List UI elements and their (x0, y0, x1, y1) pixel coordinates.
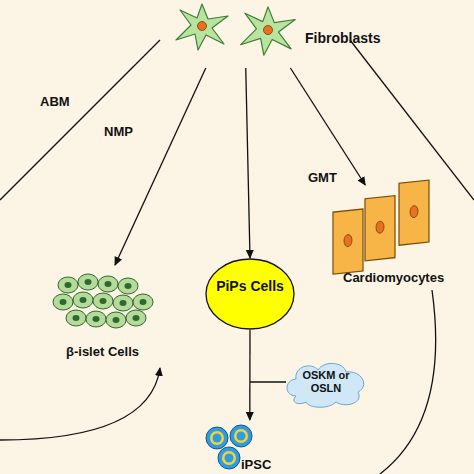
arrow-connector (246, 68, 250, 258)
arrow-connector (290, 68, 365, 185)
method-label: NMP (104, 124, 133, 139)
offpage-line (0, 40, 160, 200)
cardiomyocyte-node: Cardiomyocytes (325, 185, 474, 290)
leader-line (250, 381, 286, 382)
factor-cloud: OSKM or OSLN (284, 360, 368, 406)
method-label: GMT (308, 170, 337, 185)
fibroblast-node: Fibroblasts (140, 0, 375, 68)
offpage-line (350, 40, 474, 200)
node-label: β-islet Cells (40, 345, 165, 360)
node-label: PiPs Cells (215, 278, 285, 294)
curved-arrow (0, 368, 160, 440)
pips-ellipse: PiPs Cells (205, 258, 295, 330)
node-label: iPSC (241, 458, 275, 473)
islet-cell-node: β-islet Cells (40, 265, 165, 365)
arrow-connector (249, 330, 250, 420)
node-label: OSKM or OSLN (292, 369, 360, 394)
method-label: ABM (40, 94, 70, 109)
curved-line (380, 290, 436, 474)
ipsc-node: iPSC (205, 420, 275, 474)
arrow-connector (115, 68, 206, 265)
node-label: Fibroblasts (305, 30, 395, 46)
node-label: Cardiomyocytes (343, 271, 474, 286)
